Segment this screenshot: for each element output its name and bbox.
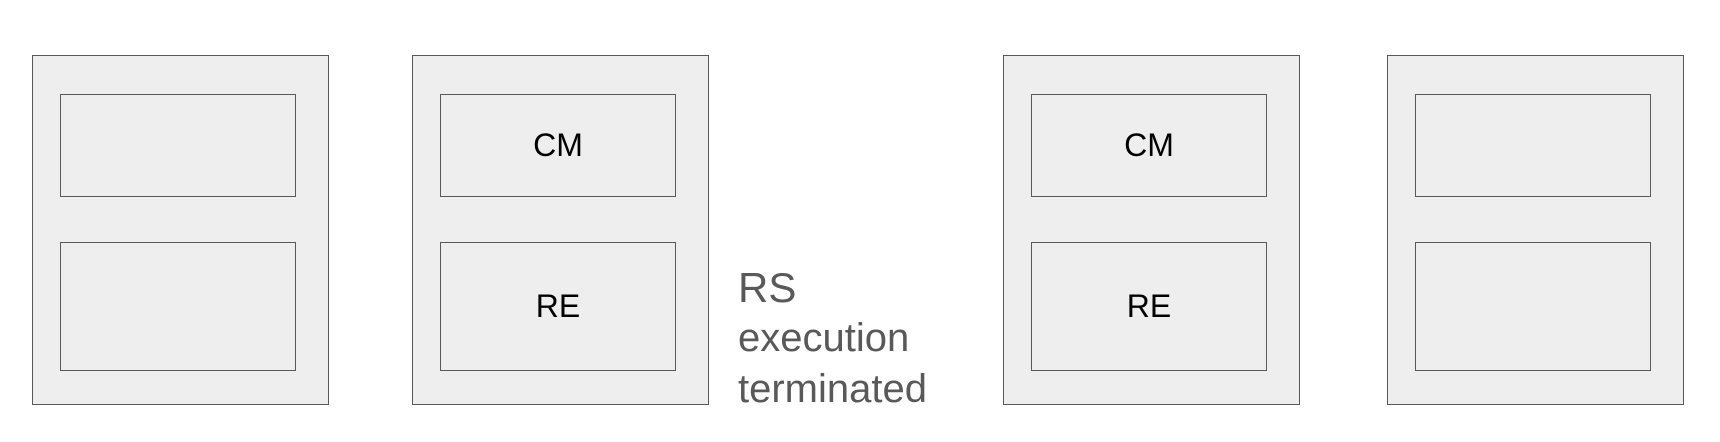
panel-2-cm-slot: CM [440,94,676,197]
note-line-1: RS [738,264,797,311]
note-line-2: execution [738,316,910,360]
panel-2-re-slot: RE [440,242,676,371]
panel-1 [32,55,329,405]
panel-2: CM RE [412,55,709,405]
rs-termination-note: RS execution terminated [738,262,988,415]
panel-3-cm-slot: CM [1031,94,1267,197]
panel-1-top-slot [60,94,296,197]
note-line-3: terminated [738,367,927,411]
panel-4-top-slot [1415,94,1651,197]
panel-4-bottom-slot [1415,242,1651,371]
panel-3-re-slot: RE [1031,242,1267,371]
panel-1-bottom-slot [60,242,296,371]
panel-3: CM RE [1003,55,1300,405]
panel-4 [1387,55,1684,405]
